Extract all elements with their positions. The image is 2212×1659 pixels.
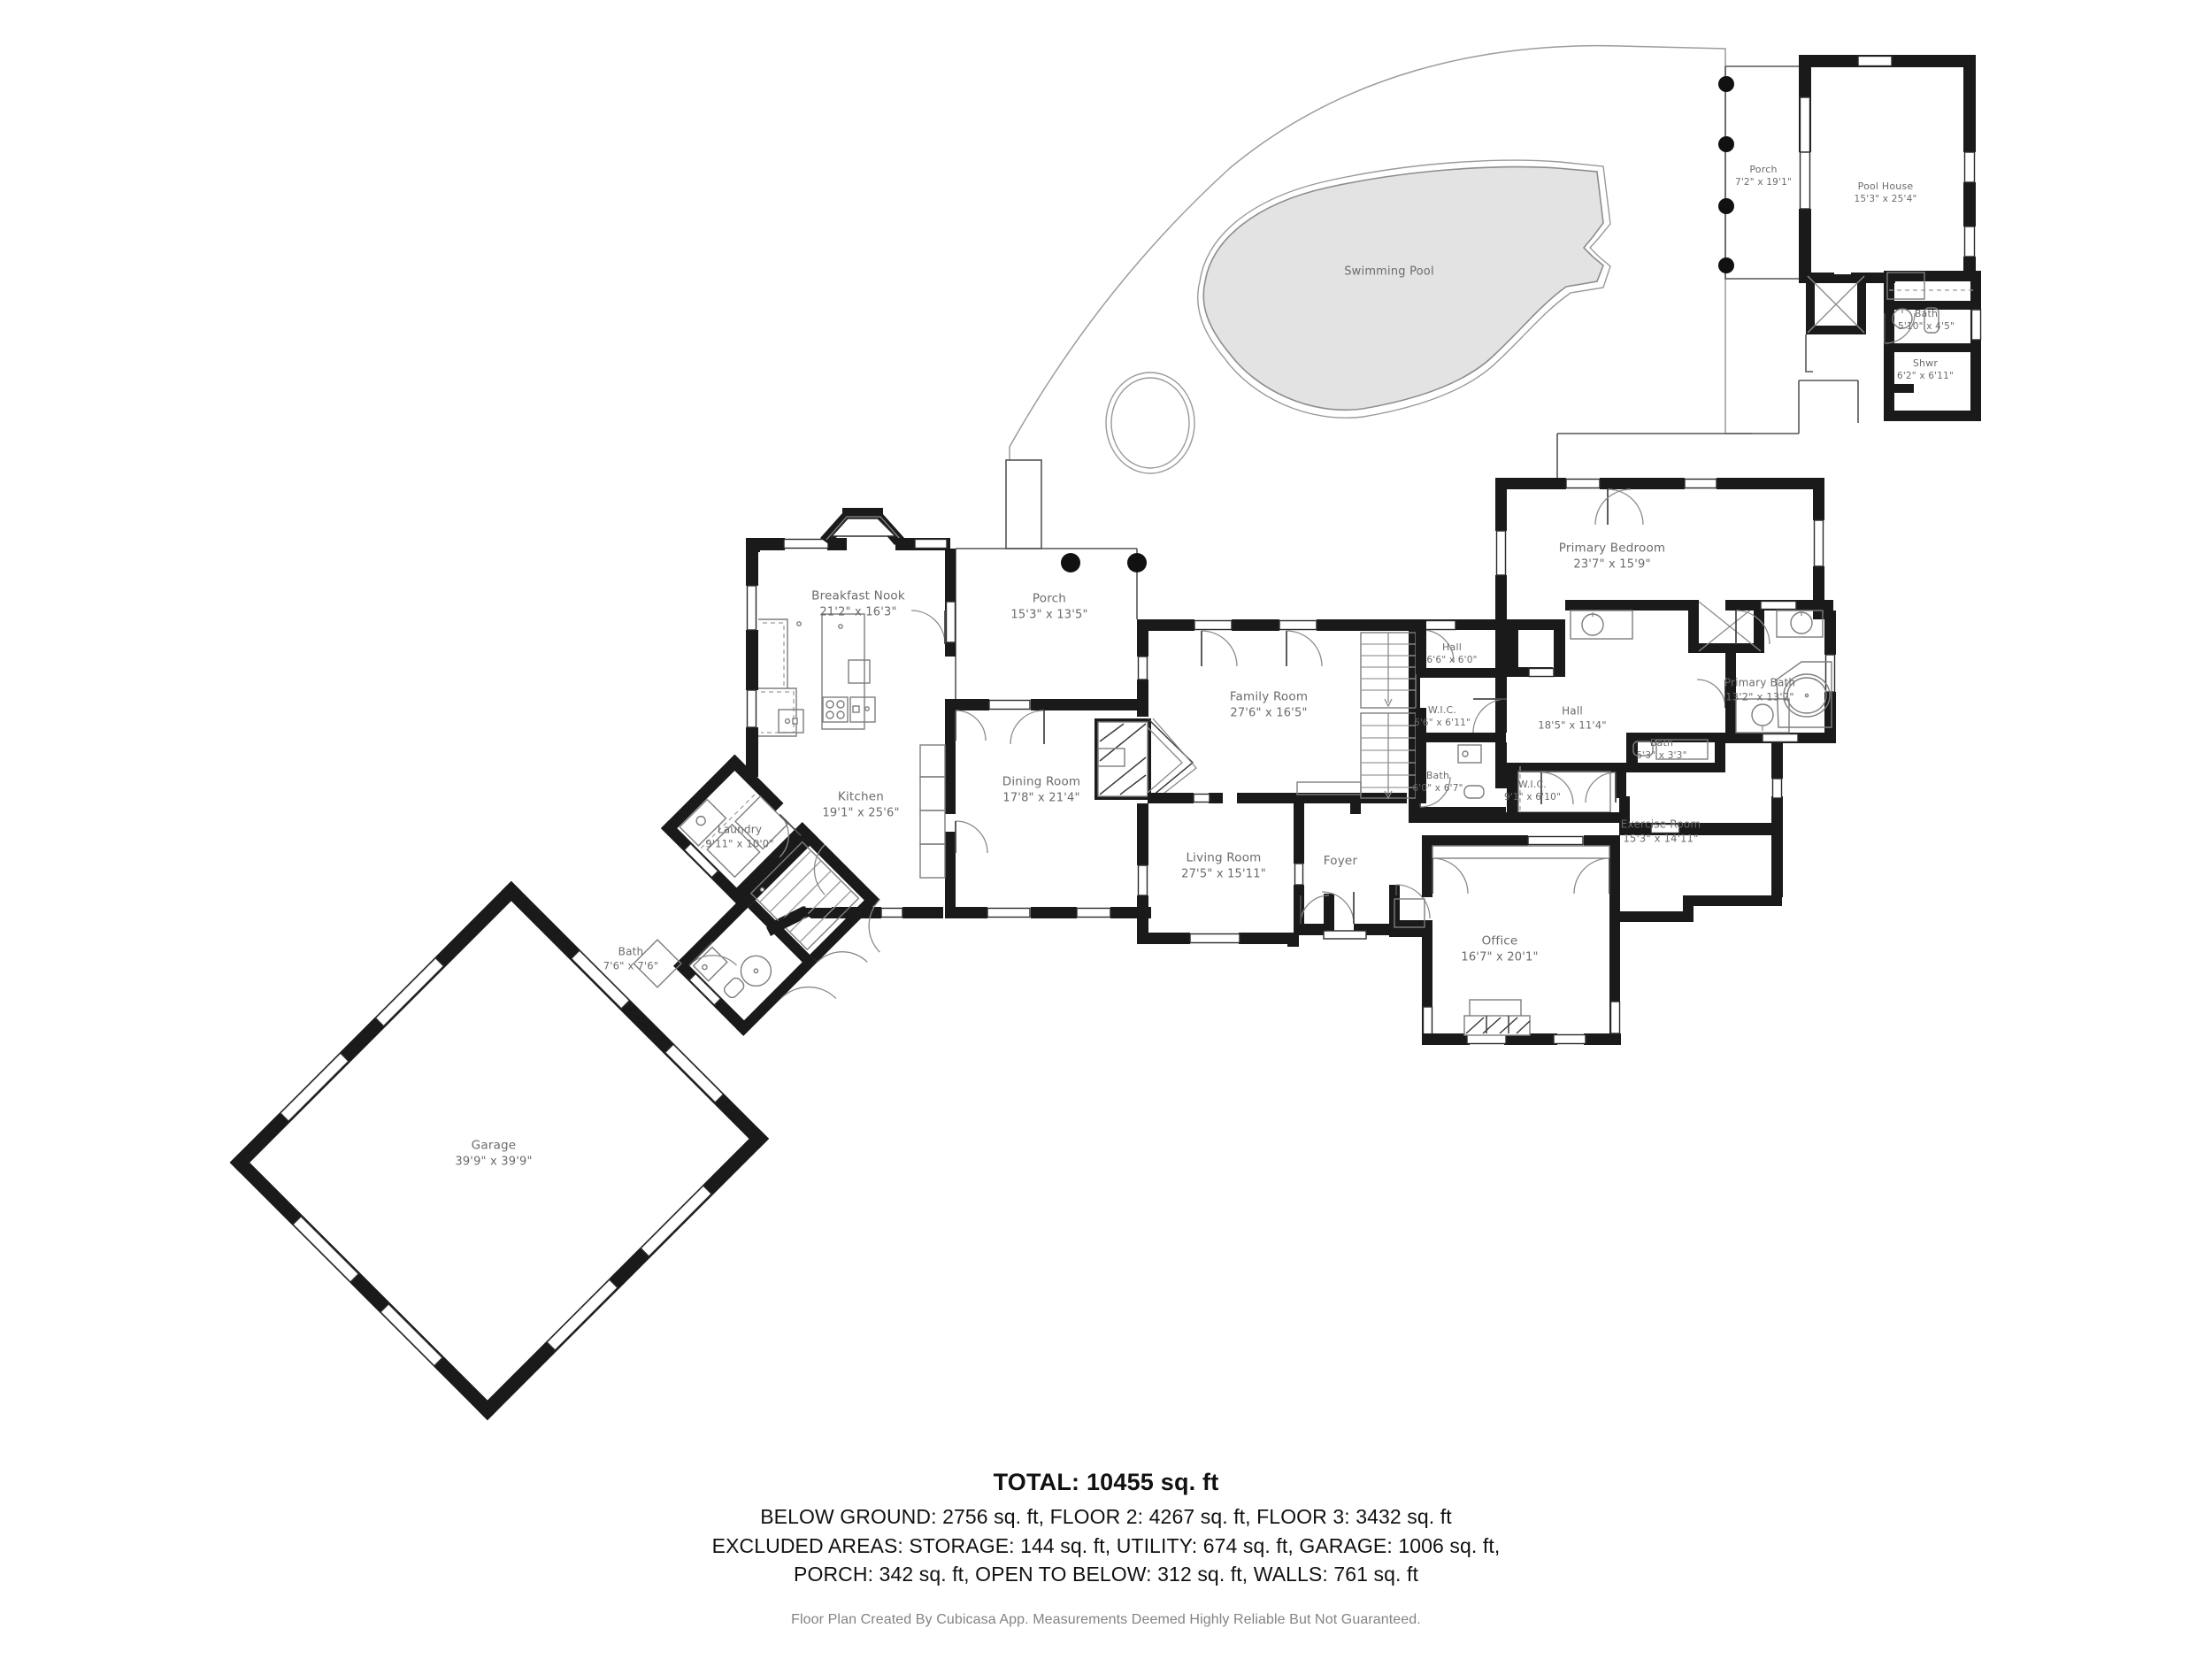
- app-credit: Floor Plan Created By Cubicasa App. Meas…: [791, 1611, 1421, 1627]
- garage-connector: [633, 906, 809, 988]
- pool-house-bath-block: [1884, 271, 1982, 421]
- primary-suite-interior: [1409, 600, 1764, 817]
- family-room-fireplace: [1094, 718, 1197, 801]
- pool-house-structure: [1799, 55, 1976, 283]
- office-walls: [1422, 835, 1621, 1045]
- kitchen-nook-walls: [746, 508, 950, 777]
- excluded-areas-line-1: EXCLUDED AREAS: STORAGE: 144 sq. ft, UTI…: [711, 1533, 1501, 1557]
- laundry-mudroom-block: [660, 754, 880, 1036]
- total-area: TOTAL: 10455 sq. ft: [993, 1469, 1219, 1495]
- main-house-core: [1094, 619, 1431, 947]
- pool-house-porch-area: [1718, 65, 1799, 280]
- floor-breakdown-line: BELOW GROUND: 2756 sq. ft, FLOOR 2: 4267…: [760, 1505, 1452, 1528]
- pool-spa-circle: [1105, 372, 1195, 474]
- area-summary: TOTAL: 10455 sq. ft BELOW GROUND: 2756 s…: [0, 1469, 2212, 1628]
- porch-columns: [1718, 76, 1734, 273]
- excluded-areas-line-2: PORCH: 342 sq. ft, OPEN TO BELOW: 312 sq…: [794, 1563, 1418, 1586]
- dining-room-walls: [919, 699, 1151, 918]
- right-corridor: [1409, 812, 1620, 823]
- swimming-pool-shape: [1197, 159, 1611, 419]
- primary-bedroom-walls: [1495, 478, 1824, 624]
- primary-bath-area: [1725, 600, 1836, 743]
- pool-house-shed: [1805, 274, 1866, 373]
- pool-house-walkway: [1556, 380, 1859, 478]
- garage-structure: [229, 880, 770, 1421]
- office-vestibule: [1389, 895, 1426, 937]
- bay-window-angled: [820, 508, 904, 545]
- main-porch-area: [910, 459, 1147, 699]
- exercise-room-walls: [1619, 743, 1783, 922]
- office-fireplace: [1463, 999, 1531, 1036]
- main-staircase: [1350, 619, 1426, 814]
